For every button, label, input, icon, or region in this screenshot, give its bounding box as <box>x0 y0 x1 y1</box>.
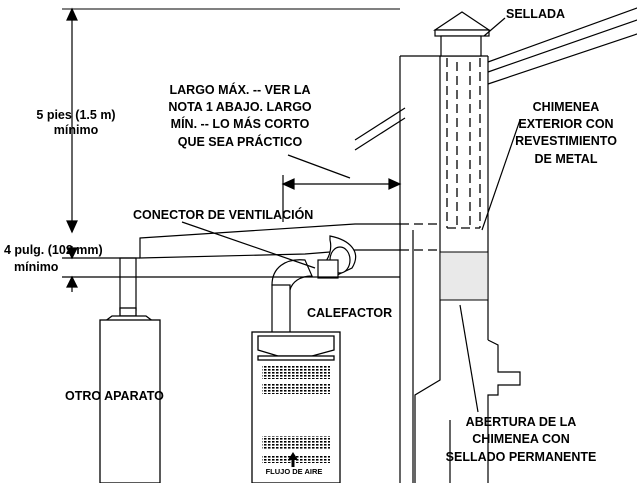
furnace <box>251 331 341 483</box>
length-dimension <box>281 154 402 222</box>
other-appliance-label: OTRO APARATO <box>65 389 164 403</box>
chimney-opening-seal <box>439 251 489 301</box>
height-label-line1: 5 pies (1.5 m) <box>36 108 115 122</box>
length-note-line4: QUE SEA PRÁCTICO <box>178 134 303 149</box>
length-note-line3: MÍN. -- LO MÁS CORTO <box>171 116 310 131</box>
chimney-label-line4: DE METAL <box>535 152 598 166</box>
metal-liner <box>446 58 481 229</box>
leader-lines <box>181 17 521 413</box>
clearance-label-line1: 4 pulg. (102 mm) <box>4 243 103 257</box>
opening-label-line2: CHIMENEA CON <box>472 432 569 446</box>
airflow-label: FLUJO DE AIRE <box>266 467 323 476</box>
height-dimension <box>66 7 78 234</box>
chimney-label-line2: EXTERIOR CON <box>518 117 613 131</box>
length-note-line1: LARGO MÁX. -- VER LA <box>170 82 311 97</box>
furnace-label: CALEFACTOR <box>307 306 392 320</box>
roof-lines <box>354 7 637 151</box>
vent-connector-pipe <box>119 223 440 336</box>
chimney-label-line1: CHIMENEA <box>533 100 600 114</box>
opening-label-line1: ABERTURA DE LA <box>466 415 577 429</box>
chimney-label-line3: REVESTIMIENTO <box>515 134 617 148</box>
airflow-arrow-icon <box>288 452 298 467</box>
opening-label-line3: SELLADO PERMANENTE <box>446 450 597 464</box>
clearance-label-line2: mínimo <box>14 260 59 274</box>
height-label-line2: mínimo <box>54 123 99 137</box>
other-appliance <box>99 307 161 483</box>
length-note-line2: NOTA 1 ABAJO. LARGO <box>168 100 312 114</box>
vent-connector-label: CONECTOR DE VENTILACIÓN <box>133 207 313 222</box>
clearance-dimension <box>62 246 400 292</box>
sealed-label: SELLADA <box>506 7 565 21</box>
chimney-cap <box>433 11 491 57</box>
